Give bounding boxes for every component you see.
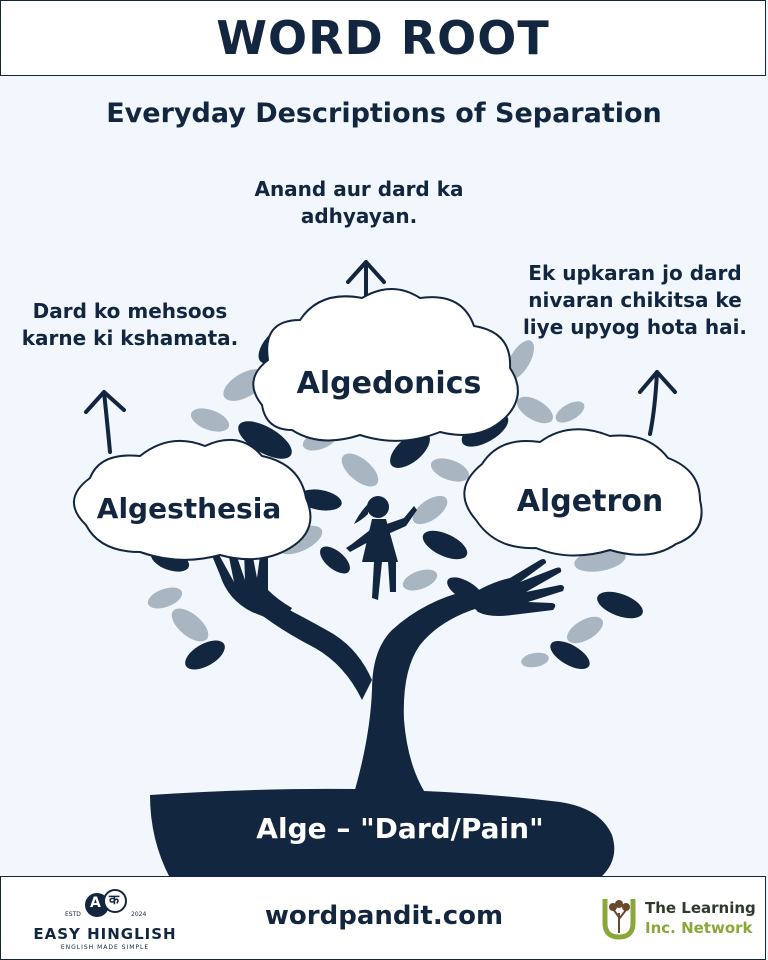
- logo-name: EASY HINGLISH: [33, 925, 177, 943]
- subtitle: Everyday Descriptions of Separation: [106, 98, 662, 129]
- cloud-center: [252, 288, 519, 442]
- definition-left: Dard ko mehsoos karne ki kshamata.: [21, 299, 239, 350]
- definition-top: Anand aur dard ka adhyayan.: [254, 177, 464, 228]
- tree-hands: [150, 496, 615, 878]
- logo-tagline: ENGLISH MADE SIMPLE: [60, 944, 150, 951]
- site-link[interactable]: wordpandit.com: [264, 901, 504, 931]
- tree-logo-icon: [602, 899, 636, 940]
- page-title: WORD ROOT: [216, 11, 550, 65]
- cloud-left: [72, 439, 312, 561]
- badge-letter-ka: क: [109, 893, 119, 908]
- badge-letter-a: A: [90, 895, 101, 911]
- header-bar: WORD ROOT: [0, 0, 766, 76]
- word-algedonics: Algedonics: [296, 366, 482, 401]
- logo-year: 2024: [131, 911, 147, 918]
- arrow-up-icon: [638, 370, 677, 436]
- definition-right: Ek upkaran jo dard nivaran chikitsa ke l…: [522, 261, 748, 339]
- logo-line-1: The Learning: [645, 899, 756, 917]
- word-algetron: Algetron: [516, 484, 664, 519]
- word-algesthesia: Algesthesia: [96, 492, 282, 525]
- cloud-right: [463, 428, 703, 557]
- speech-bubble-icon: [85, 889, 127, 917]
- logo-estd: ESTD: [65, 911, 81, 918]
- arrow-up-icon: [84, 390, 126, 454]
- learning-network-logo: The Learning Inc. Network: [599, 893, 759, 949]
- footer-bar: A क ESTD 2024 EASY HINGLISH ENGLISH MADE…: [0, 876, 766, 960]
- logo-line-2: Inc. Network: [645, 919, 753, 937]
- easy-hinglish-logo: A क ESTD 2024 EASY HINGLISH ENGLISH MADE…: [25, 887, 195, 951]
- clouds: [72, 288, 703, 561]
- root-label: Alge – "Dard/Pain": [256, 812, 544, 845]
